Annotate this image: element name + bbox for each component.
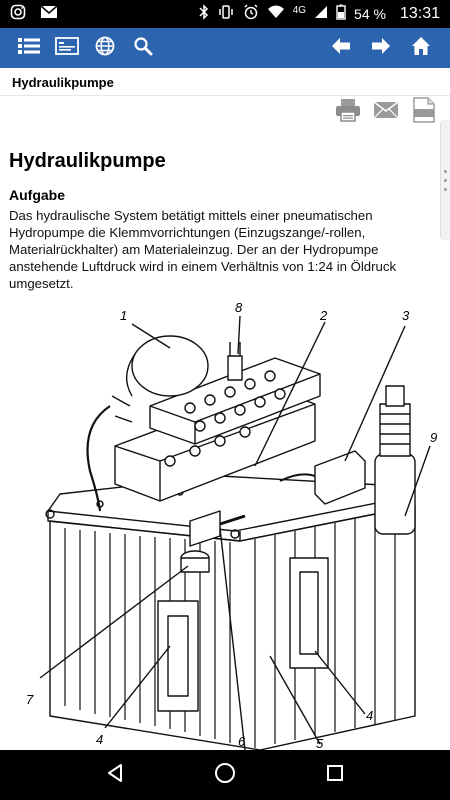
callout-label: 6: [238, 734, 246, 749]
signal-icon: [314, 5, 328, 23]
square-recents-icon: [326, 764, 344, 787]
handle-dot: [444, 169, 447, 173]
email-button[interactable]: [372, 98, 400, 126]
wifi-icon: [267, 5, 285, 23]
section-title: Aufgabe: [9, 187, 65, 203]
triangle-back-icon: [105, 763, 125, 788]
pdf-button[interactable]: [410, 96, 438, 128]
clock-time: 13:31: [399, 5, 440, 22]
envelope-icon: [373, 100, 399, 124]
handle-dot: [444, 187, 447, 191]
system-nav-bar: [0, 750, 450, 800]
circle-home-icon: [214, 762, 236, 789]
document-content: Hydraulikpumpe Aufgabe Das hydraulische …: [9, 150, 434, 292]
section-body: Das hydraulische System betätigt mittels…: [9, 208, 397, 291]
hydraulic-pump-illustration: 1 8 2 3 9 7 4 6 5 4: [20, 296, 450, 751]
catalog-icon: [55, 36, 79, 60]
callout-label: 1: [120, 308, 128, 323]
status-bar: 4G 54 % 13:31: [0, 0, 450, 28]
battery-icon: [336, 4, 346, 24]
list-icon: [18, 37, 40, 60]
bluetooth-icon: [199, 4, 209, 24]
callout-label: 3: [402, 308, 410, 323]
language-button[interactable]: [86, 28, 124, 68]
handle-dot: [444, 178, 447, 182]
search-icon: [133, 36, 153, 61]
pdf-icon: [413, 96, 435, 128]
forward-arrow-icon: [371, 37, 391, 60]
battery-percent: 54 %: [354, 6, 386, 22]
callout-label: 8: [235, 300, 243, 315]
forward-button[interactable]: [362, 28, 400, 68]
document-actions: [334, 96, 438, 128]
side-drawer-handle[interactable]: [440, 120, 450, 240]
network-type-label: 4G: [292, 4, 307, 16]
print-button[interactable]: [334, 98, 362, 126]
vibrate-icon: [217, 4, 235, 24]
back-arrow-icon: [331, 37, 351, 60]
list-button[interactable]: [10, 28, 48, 68]
nav-recents-button[interactable]: [315, 755, 355, 795]
mail-icon: [40, 4, 58, 24]
callout-label: 2: [320, 308, 328, 323]
alarm-icon: [243, 4, 259, 24]
nav-back-button[interactable]: [95, 755, 135, 795]
home-button[interactable]: [402, 28, 440, 68]
document-title: Hydraulikpumpe: [9, 150, 166, 172]
search-button[interactable]: [124, 28, 162, 68]
globe-icon: [95, 36, 115, 61]
home-icon: [411, 36, 431, 61]
printer-icon: [335, 98, 361, 127]
callout-label: 7: [26, 692, 34, 707]
callout-label: 5: [316, 736, 324, 751]
callout-label: 4: [366, 708, 374, 723]
callout-label: 4: [96, 732, 104, 747]
catalog-button[interactable]: [48, 28, 86, 68]
instagram-icon: [10, 4, 26, 25]
page-header-title: Hydraulikpumpe: [12, 75, 114, 90]
callout-label: 9: [430, 430, 438, 445]
page-header: Hydraulikpumpe: [0, 68, 450, 96]
nav-home-button[interactable]: [205, 755, 245, 795]
back-button[interactable]: [322, 28, 360, 68]
app-toolbar: [0, 28, 450, 68]
